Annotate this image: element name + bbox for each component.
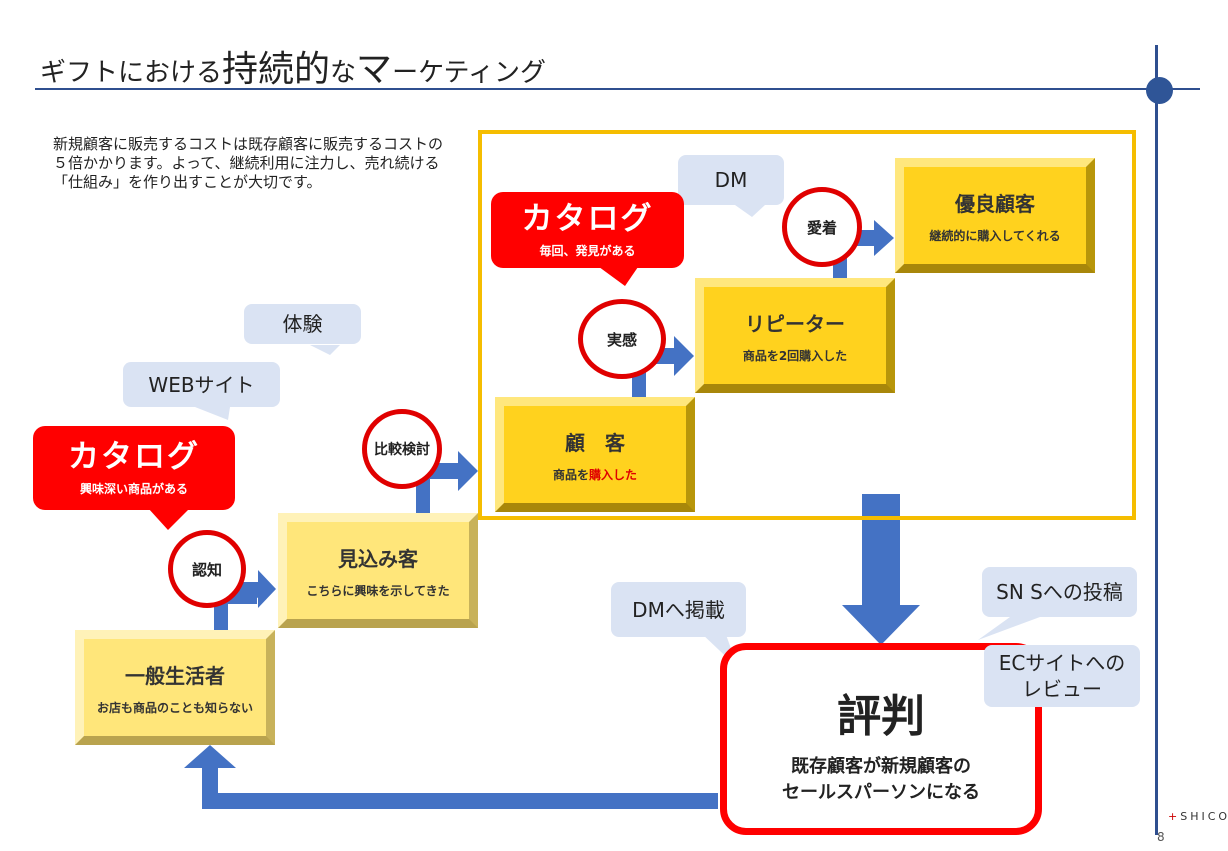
stage-title: 見込み客 [338,546,418,571]
catalog-bubble-lower: カタログ 興味深い商品がある [33,426,235,510]
catalog-tail-upper [595,264,640,286]
arrow-repeater-head [833,220,894,256]
reputation-box: 評判 既存顧客が新規顧客の セールスパーソンになる [720,643,1042,835]
subtitle-highlight: 購入した [589,467,638,482]
stage-subtitle: 商品を2回購入した [742,348,848,363]
page-title: ギフトにおける持続的なマーケティング [40,40,546,92]
divider-dot [1146,77,1173,104]
title-part-3: な [330,58,357,88]
catalog-bubble-upper: カタログ 毎回、発見がある [491,192,684,268]
stage-repeater: リピーター 商品を2回購入した [695,278,895,393]
arrow-down-to-reputation [842,494,920,645]
stage-customer: 顧 客 商品を購入した [495,397,695,512]
circle-comparison: 比較検討 [362,409,442,489]
stage-title: 一般生活者 [125,663,225,688]
bubble-website: WEBサイト [123,362,280,407]
reputation-line-1: 既存顧客が新規顧客の [791,756,971,777]
arrow-reputation-to-general [184,745,718,809]
logo-mark: + [1168,810,1181,823]
bubble-dm: DM [678,155,784,205]
company-logo: +SHICO [1168,810,1228,823]
stage-subtitle: 商品を購入した [553,466,637,483]
arrow-general-head [228,570,276,608]
vertical-divider [1155,45,1158,835]
reputation-description: 既存顧客が新規顧客の セールスパーソンになる [727,754,1035,806]
bubble-tail-taiken [310,345,340,355]
bubble-trial: 体験 [244,304,361,344]
stage-subtitle: 継続的に購入してくれる [929,228,1061,243]
bubble-tail-sns [978,617,1040,640]
bubble-ec-review: ECサイトへの レビュー [984,645,1140,707]
catalog-subtitle: 毎回、発見がある [539,243,636,258]
circle-experience: 実感 [578,299,666,379]
bubble-tail-dm [735,205,765,217]
circle-awareness: 認知 [168,530,246,608]
bubble-tail-web [195,407,230,420]
title-part-2: 持続的 [222,49,331,90]
stage-subtitle: お店も商品のことも知らない [96,700,253,715]
title-underline [35,88,1200,90]
stage-title: 顧 客 [565,430,625,455]
bubble-dm-posting: DMへ掲載 [611,582,746,637]
intro-text: 新規顧客に販売するコストは既存顧客に販売するコストの５倍かかります。よって、継続… [53,135,444,191]
catalog-title: カタログ [68,438,200,475]
subtitle-pre: 商品を [552,467,589,482]
catalog-title: カタログ [521,200,654,237]
stage-prospect: 見込み客 こちらに興味を示してきた [278,513,478,628]
reputation-line-2: セールスパーソンになる [782,782,980,803]
repeat-zone-frame [478,130,1136,520]
title-part-4: マ [356,49,393,90]
stage-title: 優良顧客 [955,191,1035,216]
circle-attachment: 愛着 [782,187,862,267]
arrow-customer-head [632,336,694,376]
stage-loyal-customer: 優良顧客 継続的に購入してくれる [895,158,1095,273]
page-number: 8 [1157,830,1165,844]
stage-general-public: 一般生活者 お店も商品のことも知らない [75,630,275,745]
title-part-1: ギフトにおける [40,58,223,88]
stage-title: リピーター [745,311,845,336]
reputation-title: 評判 [837,691,925,742]
bubble-sns-post: SN Sへの投稿 [982,567,1137,617]
title-part-5: ーケティング [392,58,546,88]
logo-text: SHICO [1180,810,1228,823]
stage-subtitle: こちらに興味を示してきた [306,583,450,598]
catalog-subtitle: 興味深い商品がある [79,481,188,496]
arrow-prospect-head [416,451,478,491]
catalog-tail-lower [148,508,190,530]
